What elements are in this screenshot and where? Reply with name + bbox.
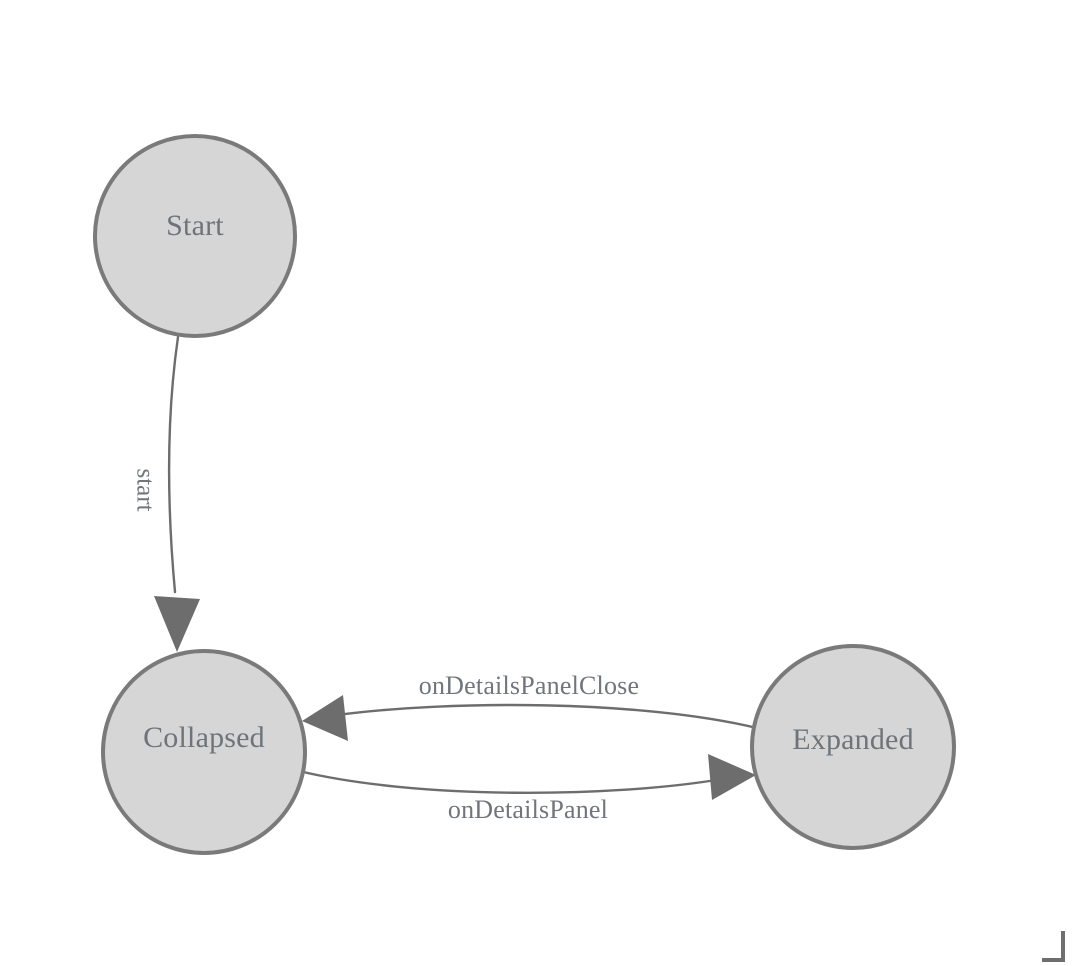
edge-start-to-collapsed[interactable]: [154, 335, 200, 652]
edge-expanded-to-collapsed-path: [335, 703, 759, 730]
edge-collapsed-to-expanded-arrowhead: [708, 754, 756, 800]
edge-collapsed-to-expanded[interactable]: [297, 754, 756, 800]
edge-expanded-to-collapsed[interactable]: [302, 695, 759, 741]
edge-collapsed-to-expanded-path: [297, 769, 718, 795]
edge-expanded-to-collapsed-arrowhead: [302, 695, 348, 741]
edge-start-to-collapsed-arrowhead: [154, 596, 200, 652]
state-node-collapsed-circle: [101, 649, 307, 855]
resize-corner-mark-path: [1042, 931, 1065, 962]
state-node-start-circle: [93, 134, 297, 338]
edge-label-start: start: [131, 468, 158, 511]
state-node-collapsed-label: Collapsed: [143, 721, 265, 754]
state-node-start-label: Start: [166, 209, 224, 242]
state-node-expanded-label: Expanded: [792, 723, 914, 756]
state-node-expanded-circle: [750, 644, 956, 850]
resize-corner-mark[interactable]: [1042, 931, 1065, 962]
state-node-start[interactable]: Start: [93, 134, 297, 338]
edge-label-on-details-panel-close: onDetailsPanelClose: [419, 671, 639, 700]
state-node-collapsed[interactable]: Collapsed: [101, 649, 307, 855]
state-node-expanded[interactable]: Expanded: [750, 644, 956, 850]
edge-label-on-details-panel: onDetailsPanel: [448, 795, 608, 824]
edge-start-to-collapsed-path: [167, 335, 180, 594]
